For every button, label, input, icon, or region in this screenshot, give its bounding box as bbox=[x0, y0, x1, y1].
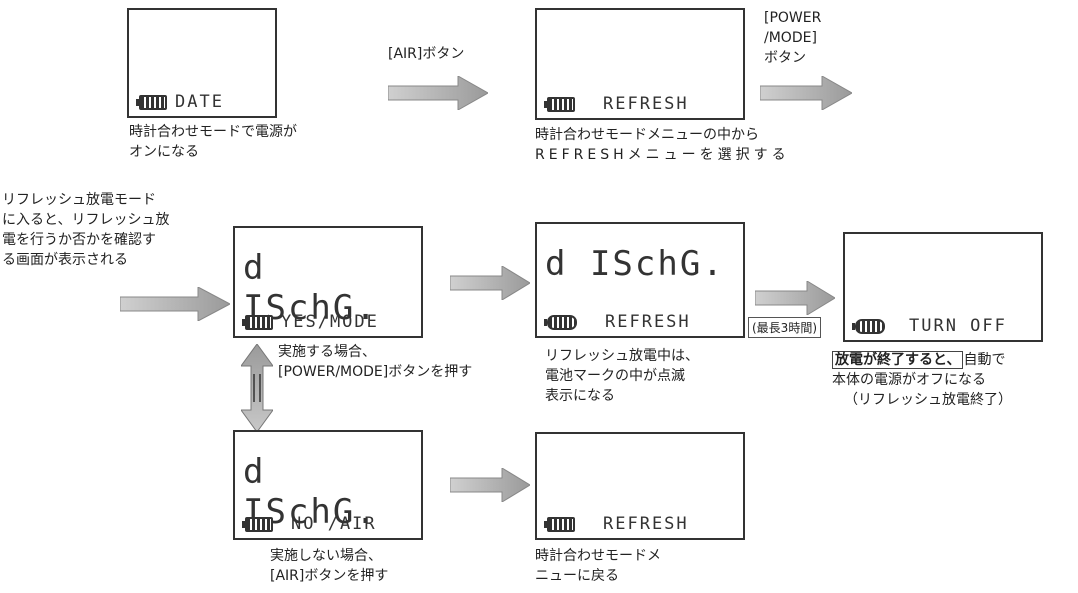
caption-no: 実施しない場合、 [AIR]ボタンを押す bbox=[270, 548, 389, 584]
lcd-bottom-line: NO /AIR bbox=[242, 514, 415, 534]
lcd-screen-turn-off: TURN OFF bbox=[843, 232, 1043, 342]
caption-refresh-menu: 時計合わせモードメニューの中から REFRESHメニューを選択する bbox=[535, 127, 790, 163]
caption-return: 時計合わせモードメ ニューに戻る bbox=[535, 548, 661, 584]
lcd-text-no-air: NO /AIR bbox=[291, 514, 377, 534]
battery-icon bbox=[544, 96, 575, 112]
caption-active: リフレッシュ放電中は、 電池マークの中が点滅 表示になる bbox=[545, 348, 699, 404]
arrow-right-icon bbox=[388, 76, 488, 110]
highlight-discharge-end: 放電が終了すると、 bbox=[832, 351, 964, 369]
lcd-bottom-line: REFRESH bbox=[544, 312, 737, 332]
lcd-screen-refresh-active: d ISchG. REFRESH bbox=[535, 222, 745, 338]
caption-intro: リフレッシュ放電モード に入ると、リフレッシュ放 電を行うか否かを確認す る画面… bbox=[2, 192, 170, 268]
lcd-bottom-line: DATE bbox=[136, 92, 269, 112]
caption-date: 時計合わせモードで電源が オンになる bbox=[129, 124, 297, 160]
lcd-screen-no-air: d ISchG. NO /AIR bbox=[233, 430, 423, 540]
lcd-bottom-line: REFRESH bbox=[544, 514, 737, 534]
battery-icon bbox=[242, 314, 273, 330]
lcd-text-refresh: REFRESH bbox=[605, 312, 691, 332]
lcd-text-refresh: REFRESH bbox=[603, 514, 689, 534]
battery-icon bbox=[136, 94, 167, 110]
lcd-screen-refresh-menu: REFRESH bbox=[535, 8, 745, 120]
battery-icon bbox=[852, 318, 885, 334]
arrow-right-icon bbox=[755, 281, 835, 315]
arrow-right-icon bbox=[450, 468, 530, 502]
bidirectional-arrow-icon bbox=[241, 344, 273, 432]
lcd-text-date: DATE bbox=[175, 92, 224, 112]
battery-blinking-icon bbox=[544, 314, 577, 330]
label-air-button: [AIR]ボタン bbox=[388, 46, 465, 62]
battery-icon bbox=[242, 516, 273, 532]
arrow-right-icon bbox=[760, 76, 852, 110]
lcd-bottom-line: YES/MODE bbox=[242, 312, 415, 332]
lcd-text-refresh: REFRESH bbox=[603, 94, 689, 114]
lcd-screen-date: DATE bbox=[127, 8, 277, 118]
caption-turn-off: 放電が終了すると、自動で 本体の電源がオフになる （リフレッシュ放電終了） bbox=[832, 351, 1012, 408]
lcd-bottom-line: TURN OFF bbox=[852, 316, 1035, 336]
arrow-right-icon bbox=[120, 287, 230, 321]
arrow-right-icon bbox=[450, 266, 530, 300]
label-max-time: (最長3時間) bbox=[748, 317, 821, 338]
lcd-screen-yes-mode: d ISchG. YES/MODE bbox=[233, 226, 423, 338]
lcd-screen-refresh-return: REFRESH bbox=[535, 432, 745, 540]
lcd-discharge-text: d ISchG. bbox=[545, 244, 725, 284]
lcd-text-yes-mode: YES/MODE bbox=[281, 312, 379, 332]
label-power-mode-button: [POWER /MODE] ボタン bbox=[764, 10, 822, 66]
lcd-bottom-line: REFRESH bbox=[544, 94, 737, 114]
battery-icon bbox=[544, 516, 575, 532]
lcd-text-turn-off: TURN OFF bbox=[909, 316, 1007, 336]
caption-yes: 実施する場合、 [POWER/MODE]ボタンを押す bbox=[278, 344, 473, 380]
